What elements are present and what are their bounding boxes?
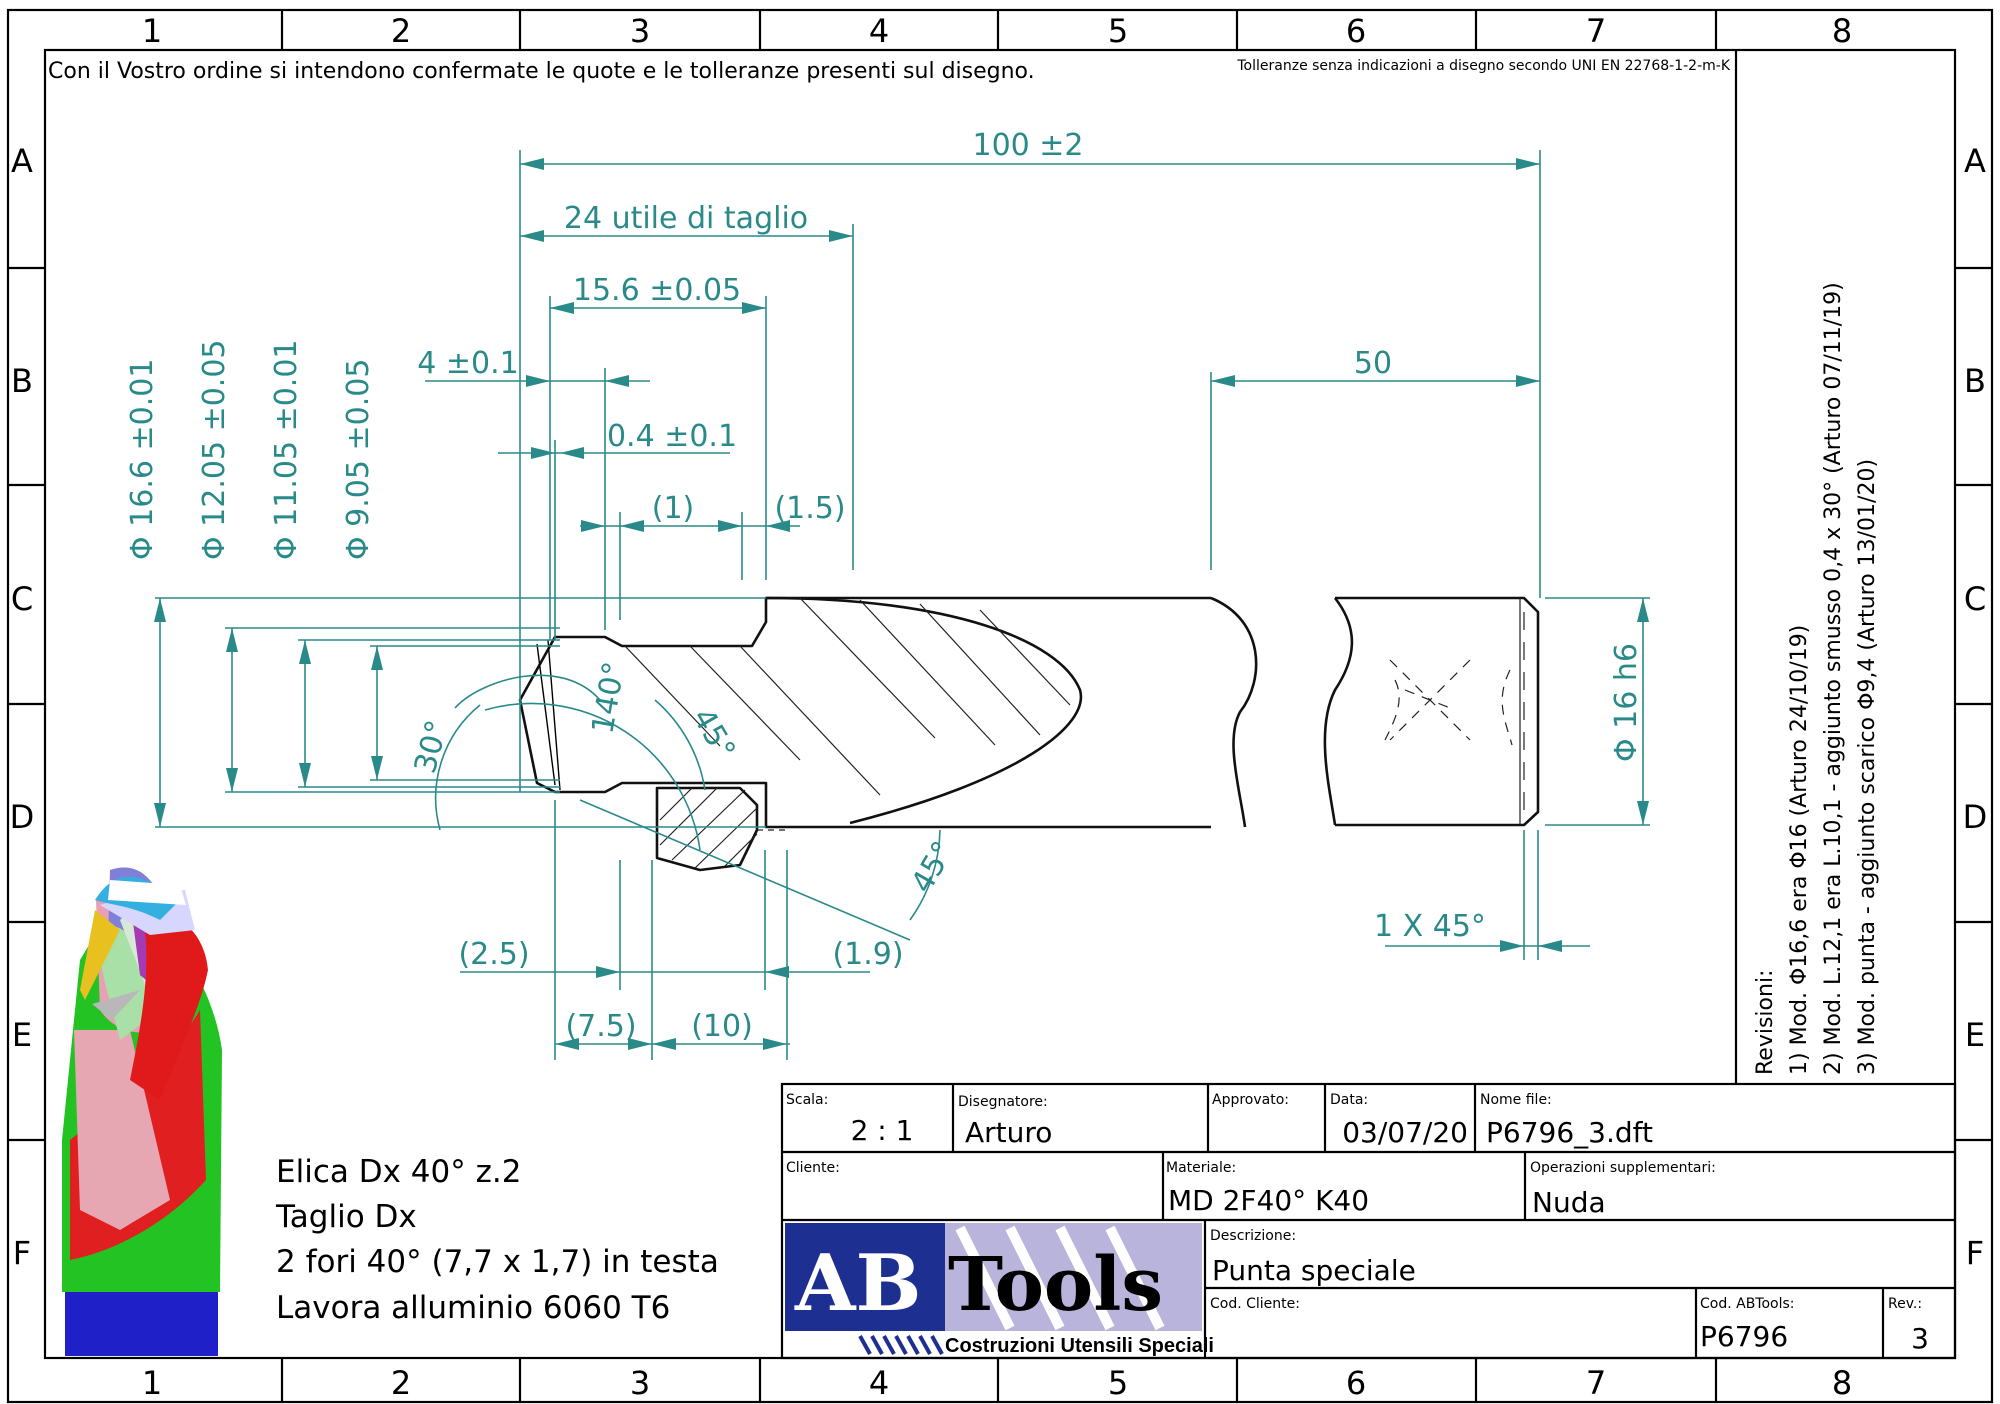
revision-item-1: 1) Mod. Φ16,6 era Φ16 (Arturo 24/10/19)	[1787, 625, 1812, 1075]
dim-chamfer: 0.4 ±0.1	[607, 419, 737, 454]
designer-value: Arturo	[965, 1116, 1052, 1149]
rev-label: Rev.:	[1888, 1296, 1922, 1312]
dim-dia-16-h6: Φ 16 h6	[1609, 643, 1644, 762]
tolerance-note: Tolleranze senza indicazioni a disegno s…	[1236, 58, 1730, 74]
abtools-logo: AB Tools Costruzioni Utensili Speciali	[785, 1223, 1214, 1357]
dim-ref-1-9: (1.9)	[832, 937, 903, 972]
zone-col-6-bottom: 6	[1346, 1364, 1366, 1402]
logo-tagline: Costruzioni Utensili Speciali	[945, 1335, 1214, 1357]
dim-overall-length: 100 ±2	[972, 128, 1083, 163]
dimension-labels: 100 ±2 24 utile di taglio 15.6 ±0.05 4 ±…	[125, 128, 1644, 1044]
zone-row-a-right: A	[1964, 142, 1986, 180]
order-note: Con il Vostro ordine si intendono confer…	[48, 59, 1035, 84]
client-code-label: Cod. Cliente:	[1210, 1296, 1300, 1312]
filename-label: Nome file:	[1480, 1092, 1552, 1108]
ops-label: Operazioni supplementari:	[1530, 1160, 1716, 1176]
dim-end-chamfer: 1 X 45°	[1374, 909, 1486, 944]
ops-value: Nuda	[1532, 1186, 1606, 1219]
zone-col-2-bottom: 2	[391, 1364, 411, 1402]
arrowheads	[154, 158, 1649, 1050]
zone-row-c-right: C	[1964, 580, 1986, 618]
dim-step-length: 15.6 ±0.05	[573, 273, 741, 308]
zone-row-e-left: E	[12, 1016, 32, 1054]
zone-col-7-top: 7	[1586, 12, 1606, 50]
zone-row-c-left: C	[11, 580, 33, 618]
zone-row-f-right: F	[1966, 1234, 1984, 1272]
logo-blue-block	[785, 1223, 945, 1331]
dim-cutting-length: 24 utile di taglio	[564, 201, 808, 236]
zone-row-d-right: D	[1963, 798, 1988, 836]
date-label: Data:	[1330, 1092, 1368, 1108]
zone-col-3-top: 3	[630, 12, 650, 50]
zone-labels: 1 2 3 4 5 6 7 8 1 2 3 4 5 6 7 8 A B C D …	[10, 12, 1988, 1402]
revision-item-2: 2) Mod. L.12,1 era L.10,1 - aggiunto smu…	[1821, 282, 1846, 1075]
dim-ref-7-5: (7.5)	[565, 1009, 636, 1044]
approved-label: Approvato:	[1212, 1092, 1289, 1108]
date-value: 03/07/20	[1342, 1116, 1468, 1149]
scale-label: Scala:	[786, 1092, 828, 1108]
dim-shank-length: 50	[1354, 346, 1392, 381]
zone-col-5-bottom: 5	[1108, 1364, 1128, 1402]
zone-row-d-left: D	[10, 798, 35, 836]
client-label: Cliente:	[786, 1160, 840, 1176]
zone-col-5-top: 5	[1108, 12, 1128, 50]
spec-holes: 2 fori 40° (7,7 x 1,7) in testa	[276, 1244, 719, 1280]
dim-angle-140: 140°	[585, 659, 632, 736]
zone-col-7-bottom: 7	[1586, 1364, 1606, 1402]
revision-title: Revisioni:	[1753, 970, 1778, 1075]
rev-value: 3	[1911, 1322, 1929, 1355]
dim-ref-1-5: (1.5)	[774, 491, 845, 526]
abtools-code-label: Cod. ABTools:	[1700, 1296, 1795, 1312]
dim-tip-length: 4 ±0.1	[417, 346, 518, 381]
zone-col-3-bottom: 3	[630, 1364, 650, 1402]
revision-panel: Revisioni: 1) Mod. Φ16,6 era Φ16 (Arturo…	[1734, 50, 1880, 1084]
zone-row-f-left: F	[13, 1234, 31, 1272]
dim-angle-45-top: 45°	[685, 703, 742, 767]
dim-ref-2-5: (2.5)	[458, 937, 529, 972]
dim-dia-16-6: Φ 16.6 ±0.01	[125, 359, 160, 560]
zone-col-6-top: 6	[1346, 12, 1366, 50]
material-label: Materiale:	[1166, 1160, 1236, 1176]
zone-col-1-bottom: 1	[142, 1364, 162, 1402]
dim-dia-11-05: Φ 11.05 ±0.01	[269, 339, 304, 560]
revision-item-3: 3) Mod. punta - aggiunto scarico Φ9,4 (A…	[1855, 459, 1880, 1075]
logo-tools-text: Tools	[948, 1242, 1163, 1328]
zone-row-b-left: B	[11, 362, 33, 400]
zone-row-a-left: A	[11, 142, 33, 180]
spec-cut: Taglio Dx	[275, 1199, 417, 1235]
spec-material-worked: Lavora alluminio 6060 T6	[276, 1290, 670, 1326]
zone-col-4-top: 4	[869, 12, 889, 50]
title-block: Scala: 2 : 1 Disegnatore: Arturo Approva…	[780, 1082, 1957, 1360]
zone-row-e-right: E	[1965, 1016, 1985, 1054]
dim-dia-9-05: Φ 9.05 ±0.05	[341, 359, 376, 560]
material-value: MD 2F40° K40	[1168, 1184, 1369, 1217]
drill-3d-render	[62, 867, 222, 1356]
dim-angle-30: 30°	[408, 717, 456, 777]
zone-col-2-top: 2	[391, 12, 411, 50]
logo-ab-text: AB	[794, 1238, 921, 1329]
drill-profile	[518, 596, 1540, 872]
dim-angle-45-bottom: 45°	[905, 835, 962, 899]
zone-col-8-top: 8	[1832, 12, 1852, 50]
spec-notes: Elica Dx 40° z.2 Taglio Dx 2 fori 40° (7…	[275, 1154, 719, 1326]
zone-row-b-right: B	[1964, 362, 1986, 400]
dim-dia-12-05: Φ 12.05 ±0.05	[197, 339, 232, 560]
spec-helix: Elica Dx 40° z.2	[276, 1154, 521, 1190]
logo-bottom-band	[785, 1331, 1202, 1355]
designer-label: Disegnatore:	[958, 1094, 1048, 1110]
zone-col-8-bottom: 8	[1832, 1364, 1852, 1402]
zone-col-4-bottom: 4	[869, 1364, 889, 1402]
filename-value: P6796_3.dft	[1486, 1116, 1653, 1149]
dim-ref-10: (10)	[691, 1009, 753, 1044]
abtools-code-value: P6796	[1700, 1320, 1788, 1353]
dim-ref-1: (1)	[652, 491, 695, 526]
description-value: Punta speciale	[1212, 1254, 1416, 1287]
scale-value: 2 : 1	[851, 1114, 914, 1147]
description-label: Descrizione:	[1210, 1228, 1296, 1244]
zone-col-1-top: 1	[142, 12, 162, 50]
